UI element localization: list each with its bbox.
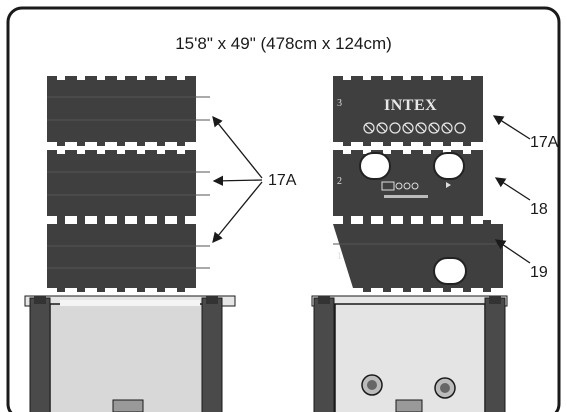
right-callout-arrows (492, 115, 531, 264)
left-callout-arrows (212, 115, 263, 244)
callout-19: 19 (530, 264, 548, 281)
right-panel-3 (333, 76, 483, 146)
panel-number-3: 3 (337, 98, 342, 109)
brand-logo: INTEX (384, 97, 438, 114)
right-frame-assembly (311, 295, 508, 412)
size-title: 15'8" x 49" (478cm x 124cm) (175, 34, 392, 53)
left-panel-middle (47, 150, 210, 220)
outlet-opening (433, 257, 467, 285)
right-panel-1 (333, 220, 503, 292)
callout-18: 18 (530, 201, 548, 218)
panel-number-1: 1 (337, 251, 342, 262)
skimmer-opening-right (433, 152, 465, 180)
right-panel-2 (333, 150, 483, 220)
panel-number-2: 2 (337, 176, 342, 187)
callout-17a-right: 17A (530, 134, 559, 151)
callout-17a-left: 17A (268, 172, 297, 189)
left-panel-bottom (47, 220, 210, 292)
left-panel-top (47, 76, 210, 146)
left-frame-assembly (24, 295, 236, 412)
skimmer-opening-left (359, 152, 391, 180)
